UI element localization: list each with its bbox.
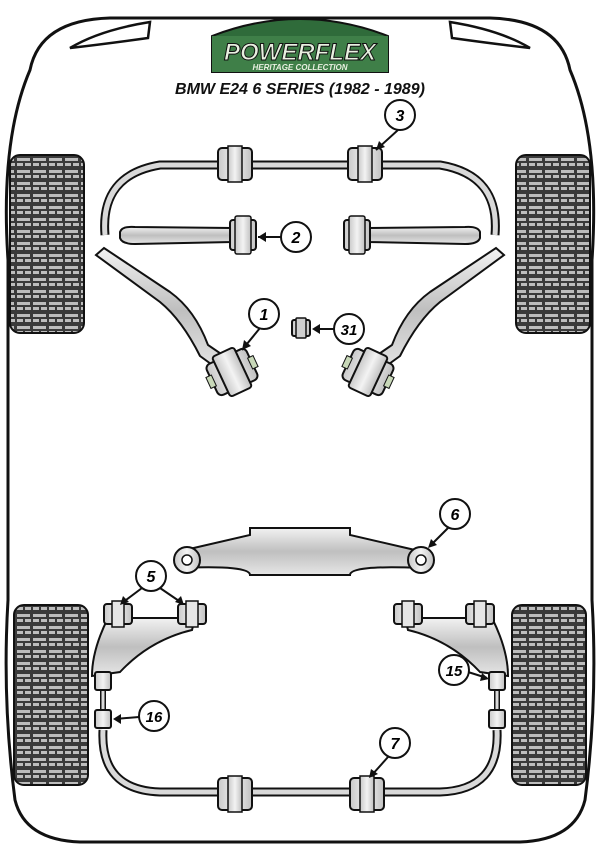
callout-6-label: 6 [451,507,460,524]
front-radius-arms [119,215,481,255]
rear-right-tyre [511,604,587,786]
rear-anti-roll-bar [94,671,506,813]
droplink-bush-left-top [94,671,112,691]
front-anti-roll-bar [100,145,500,236]
callout-5 [135,560,167,592]
trailing-arm-bush-right-inner [393,600,423,628]
rear-subframe [173,527,435,576]
callouts: 3 2 1 31 6 5 15 [113,99,489,778]
rear-trailing-arms [90,600,510,678]
droplink-bush-right-top [488,671,506,691]
wishbone-bush-left [205,346,259,398]
callout-1-label: 1 [260,307,269,324]
callout-16 [138,700,170,732]
callout-5-label: 5 [147,569,157,586]
front-arb-bush-right [347,145,383,183]
callout-7-label: 7 [391,736,401,753]
callout-6 [439,498,471,530]
callout-2 [280,221,312,253]
radius-arm-bush-left [229,215,257,255]
callout-31-label: 31 [341,322,358,339]
rear-arb-bush-right [349,775,385,813]
callout-7 [379,727,411,759]
callout-31 [333,313,365,345]
tyres [9,154,591,786]
front-arb-bush-left [217,145,253,183]
model-title: BMW E24 6 SERIES (1982 - 1989) [175,81,425,98]
callout-15-label: 15 [446,663,463,680]
droplink-bush-right-bottom [488,709,506,729]
callout-16-label: 16 [146,709,163,726]
callout-3-label: 3 [396,108,405,125]
logo-subbrand-text: HERITAGE COLLECTION [253,63,348,72]
droplink-bush-left-bottom [94,709,112,729]
front-right-tyre [515,154,591,334]
callout-3 [384,99,416,131]
wishbone-bush-right [341,346,395,398]
radius-arm-bush-right [343,215,371,255]
callout-15 [438,654,470,686]
logo-brand-text: POWERFLEX [224,39,378,66]
trailing-arm-bush-left-inner [103,600,133,628]
rear-left-tyre [13,604,89,786]
callout-2-label: 2 [291,230,301,247]
rear-arb-bush-left [217,775,253,813]
callout-1 [248,298,280,330]
small-bush-31 [291,317,311,339]
powerflex-logo: POWERFLEX HERITAGE COLLECTION [211,18,389,73]
front-left-tyre [9,154,85,334]
front-wishbones [94,246,506,398]
trailing-arm-bush-right-outer [465,600,495,628]
trailing-arm-bush-left-outer [177,600,207,628]
